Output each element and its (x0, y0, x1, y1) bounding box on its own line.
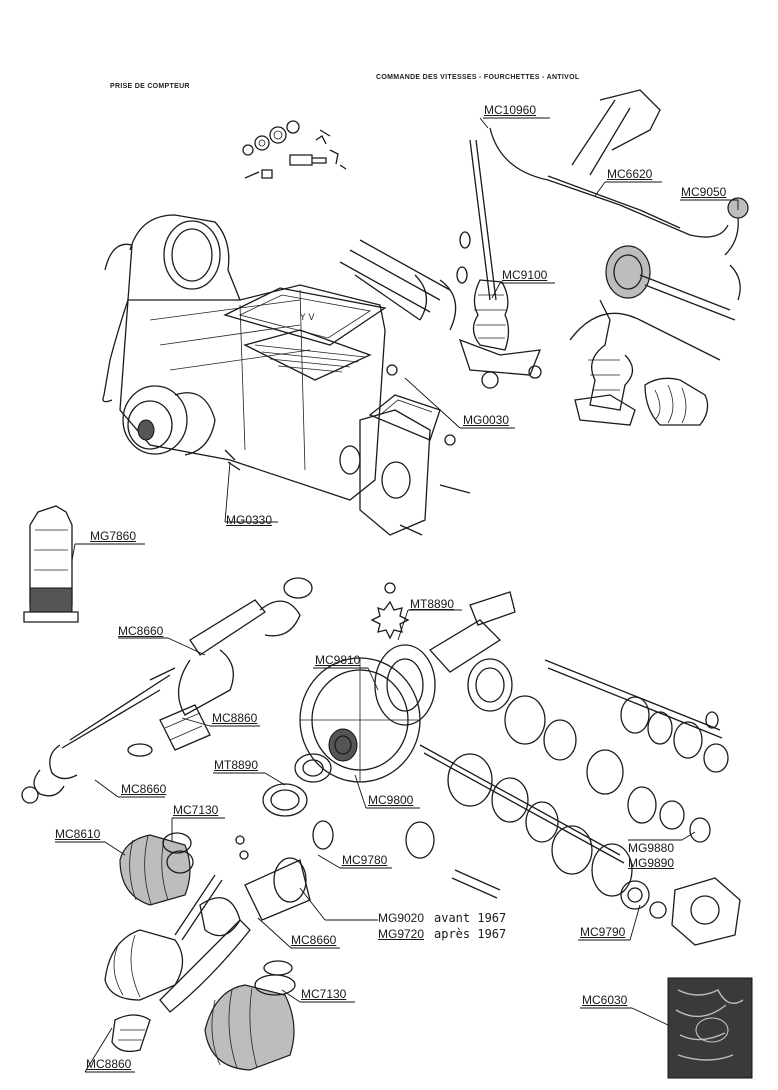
label-mg7860: MG7860 (90, 529, 137, 543)
label-mc8660-a: MC8660 (118, 624, 164, 638)
label-mt8890-top: MT8890 (410, 597, 455, 611)
driveshaft-assembly (21, 577, 334, 1071)
label-mc10960: MC10960 (484, 103, 537, 117)
label-mc8860-b: MC8860 (86, 1057, 132, 1071)
manual-booklet (667, 977, 753, 1079)
label-mc8610: MC8610 (55, 827, 101, 841)
gearbox-casing: Y V (102, 214, 471, 536)
label-mc8660-b: MC8660 (121, 782, 167, 796)
label-mc8860-a: MC8860 (212, 711, 258, 725)
leader-lines (55, 117, 739, 1073)
label-mt8890-mid: MT8890 (214, 758, 259, 772)
speedometer-drive-parts (242, 120, 347, 179)
label-mc7130-b: MC7130 (301, 987, 347, 1001)
header-speedometer-drive: PRISE DE COMPTEUR (110, 83, 190, 90)
label-mc6030: MC6030 (582, 993, 628, 1007)
label-mc9780: MC9780 (342, 853, 388, 867)
differential-assembly (262, 582, 516, 817)
label-mg0330: MG0330 (226, 513, 273, 527)
label-mc9100: MC9100 (502, 268, 548, 282)
label-mg9890: MG9890 (628, 856, 675, 870)
note-before-1967: avant 1967 (434, 911, 507, 925)
label-mg0030: MG0030 (463, 413, 510, 427)
label-mc7130-a: MC7130 (173, 803, 219, 817)
label-mc9810: MC9810 (315, 653, 361, 667)
grease-tube (23, 505, 79, 623)
header-gear-selector: COMMANDE DES VITESSES - FOURCHETTES - AN… (376, 74, 580, 81)
label-mg9020: MG9020 (378, 911, 425, 925)
label-mc6620: MC6620 (607, 167, 653, 181)
label-mg9880: MG9880 (628, 841, 675, 855)
gear-train (405, 658, 741, 946)
label-mc8660-c: MC8660 (291, 933, 337, 947)
note-after-1967: après 1967 (434, 927, 507, 941)
label-mc9050: MC9050 (681, 185, 727, 199)
svg-text:Y V: Y V (299, 313, 315, 323)
label-mc9790: MC9790 (580, 925, 626, 939)
gear-selector-linkage (339, 89, 749, 426)
label-mc9800: MC9800 (368, 793, 414, 807)
label-mg9720: MG9720 (378, 927, 425, 941)
